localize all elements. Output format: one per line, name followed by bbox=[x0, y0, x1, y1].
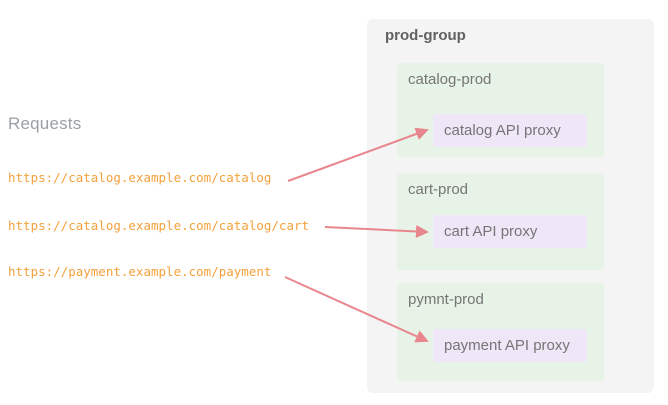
env-box-catalog-prod: catalog-prod catalog API proxy bbox=[397, 63, 604, 157]
env-title-catalog-prod: catalog-prod bbox=[408, 71, 492, 88]
env-box-cart-prod: cart-prod cart API proxy bbox=[397, 173, 604, 270]
requests-heading: Requests bbox=[8, 114, 82, 133]
request-url-catalog-cart: https://catalog.example.com/catalog/cart bbox=[8, 218, 310, 233]
request-url-catalog: https://catalog.example.com/catalog bbox=[8, 170, 272, 185]
env-title-pymnt-prod: pymnt-prod bbox=[408, 291, 484, 308]
proxy-box-cart: cart API proxy bbox=[433, 215, 587, 248]
request-url-payment: https://payment.example.com/payment bbox=[8, 264, 272, 279]
env-title-cart-prod: cart-prod bbox=[408, 181, 469, 198]
proxy-box-payment: payment API proxy bbox=[433, 329, 587, 362]
env-box-pymnt-prod: pymnt-prod payment API proxy bbox=[397, 283, 604, 381]
prod-group-title: prod-group bbox=[385, 27, 466, 44]
prod-group-panel: prod-group catalog-prod catalog API prox… bbox=[367, 19, 654, 393]
proxy-box-catalog: catalog API proxy bbox=[433, 114, 587, 147]
